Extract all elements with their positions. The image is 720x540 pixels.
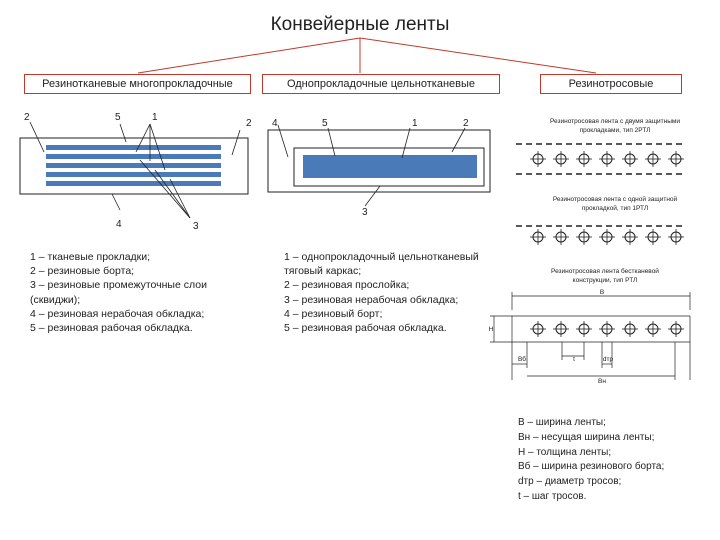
steel-cord [668, 151, 684, 167]
legend-left-line: 5 – резиновая рабочая обкладка. [30, 322, 193, 335]
legend-left: 1 – тканевые прокладки; 2 – резиновые бо… [30, 250, 207, 335]
legend-right-line: В – ширина ленты; [518, 417, 606, 428]
label-3-left: 3 [193, 221, 199, 232]
dim-b: В [599, 289, 605, 296]
steel-cord [622, 229, 638, 245]
steel-cord [622, 321, 638, 337]
legend-middle-line: 3 – резиновая нерабочая обкладка; [284, 293, 459, 306]
label-5-left: 5 [115, 112, 121, 123]
caption-line: прокладками, тип 2РТЛ [579, 127, 651, 134]
steel-cord [622, 151, 638, 167]
caption-line: конструкции, тип РТЛ [572, 277, 638, 284]
label-2-left: 2 [24, 112, 30, 123]
category-steel-cord: Резинотросовые [540, 74, 682, 94]
legend-middle-line: 5 – резиновая рабочая обкладка. [284, 322, 447, 335]
legend-left-line: 2 – резиновые борта; [30, 265, 135, 278]
legend-left-line: 1 – тканевые прокладки; [30, 251, 151, 263]
legend-middle: 1 – однопрокладочный цельнотканевый тяго… [284, 250, 479, 335]
steel-cord [599, 321, 615, 337]
legend-right-line: dтр – диаметр тросов; [518, 476, 622, 488]
dim-t: t [573, 356, 575, 363]
legend-middle-line: тяговый каркас; [284, 265, 362, 278]
type-2rtl-caption: Резинотросовая лента с двумя защитными п… [530, 117, 700, 135]
steel-cord [645, 321, 661, 337]
legend-middle-line: 1 – однопрокладочный цельнотканевый [284, 251, 479, 263]
legend-left-line: 3 – резиновые промежуточные слои [30, 279, 207, 292]
legend-left-line: (сквиджи); [30, 293, 81, 306]
steel-cord [668, 229, 684, 245]
steel-cord [599, 229, 615, 245]
steel-cord [645, 151, 661, 167]
category-rubber-fabric-multiply: Резинотканевые многопрокладочные [24, 74, 251, 94]
cord-belt-rtl-dimensioned [490, 292, 691, 380]
steel-cord [530, 151, 546, 167]
caption-line: Резинотросовая лента бестканевой [551, 268, 659, 275]
dim-bn: Вн [598, 378, 606, 385]
label-4-left: 4 [116, 219, 122, 230]
multiply-belt-cross-section [19, 121, 249, 219]
caption-line: Резинотросовая лента с двумя защитными [549, 118, 681, 125]
steel-cord [576, 321, 592, 337]
label-1-left: 1 [152, 112, 158, 123]
steel-cord [530, 321, 546, 337]
caption-line: Резинотросовая лента с одной защитной [552, 196, 678, 203]
steel-cord [576, 151, 592, 167]
cord-belt-2rtl [516, 143, 686, 175]
page-title: Конвейерные ленты [270, 14, 450, 35]
legend-middle-line: 2 – резиновая прослойка; [284, 279, 410, 292]
cord-belt-1rtl [516, 225, 686, 245]
label-4-mid: 4 [272, 118, 278, 129]
legend-right-line: Н – толщина ленты; [518, 446, 612, 458]
legend-right-line: t – шаг тросов. [518, 490, 587, 502]
steel-cord [668, 321, 684, 337]
type-rtl-caption: Резинотросовая лента бестканевой констру… [530, 267, 680, 285]
legend-right-line: Вн – несущая ширина ленты; [518, 431, 655, 443]
steel-cord [576, 229, 592, 245]
steel-cord [530, 229, 546, 245]
label-1-mid: 1 [412, 118, 418, 129]
caption-line: прокладкой, тип 1РТЛ [581, 205, 649, 212]
label-2b-left: 2 [246, 118, 252, 129]
steel-cord [553, 151, 569, 167]
label-2-mid: 2 [463, 118, 469, 129]
legend-middle-line: 4 – резиновый борт; [284, 307, 383, 320]
legend-right-line: Вб – ширина резинового борта; [518, 461, 665, 473]
steel-cord [553, 229, 569, 245]
label-5-mid: 5 [322, 118, 328, 129]
type-1rtl-caption: Резинотросовая лента с одной защитной пр… [530, 195, 700, 213]
steel-cord [645, 229, 661, 245]
steel-cord [553, 321, 569, 337]
legend-left-line: 4 – резиновая нерабочая обкладка; [30, 307, 205, 320]
label-3-mid: 3 [362, 207, 368, 218]
category-single-ply-solid-woven: Однопрокладочные цельнотканевые [262, 74, 500, 94]
dim-d: dтр [602, 356, 614, 363]
legend-right: В – ширина ленты; Вн – несущая ширина ле… [518, 416, 664, 505]
single-ply-belt-cross-section [267, 124, 491, 207]
dim-bb: Вб [517, 356, 527, 363]
dim-h: Н [488, 326, 494, 333]
steel-cord [599, 151, 615, 167]
